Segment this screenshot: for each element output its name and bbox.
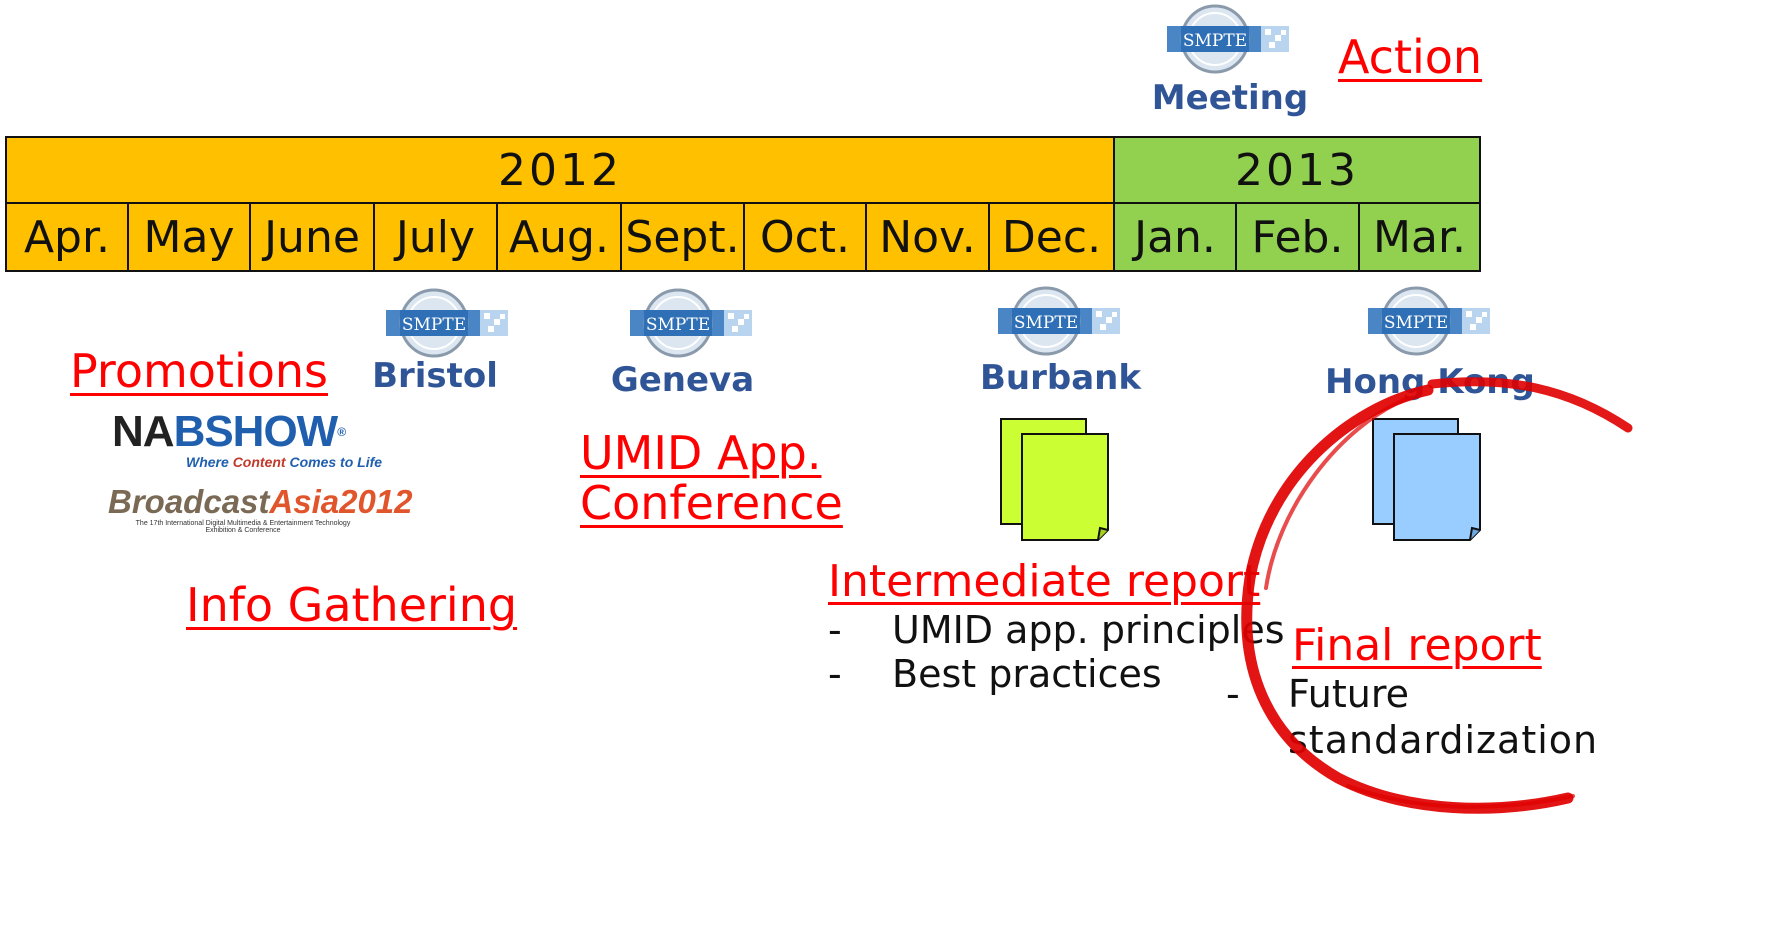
month-label: Feb.: [1251, 211, 1344, 263]
intermediate-report-label: Intermediate report: [828, 556, 1261, 607]
nab-tagline-b: Content: [232, 454, 286, 470]
geneva-label: Geneva: [610, 360, 755, 400]
month-cell-apr: Apr.: [5, 202, 129, 272]
red-highlight-circle: [1228, 368, 1784, 832]
month-label: July: [395, 211, 476, 263]
month-cell-oct: Oct.: [743, 202, 867, 272]
broadcastasia-subline-2: Exhibition & Conference: [205, 527, 281, 534]
month-cell-dec: Dec.: [988, 202, 1115, 272]
umid-conference-line2: Conference: [580, 476, 843, 530]
smpte-logo-burbank: SMPTE: [996, 284, 1122, 362]
smpte-logo: SMPTE: [1165, 2, 1291, 80]
broadcastasia-logo: BroadcastAsia2012 The 17th International…: [108, 483, 413, 544]
final-item-line2: standardization: [1288, 718, 1599, 762]
month-cell-aug: Aug.: [496, 202, 622, 272]
final-item-line1: Future: [1288, 672, 1410, 716]
month-cell-mar: Mar.: [1358, 202, 1481, 272]
year-2013-label: 2013: [1235, 144, 1359, 196]
month-cell-june: June: [249, 202, 375, 272]
year-2013-cell: 2013: [1113, 136, 1481, 204]
smpte-logo-text: SMPTE: [1014, 313, 1078, 333]
burbank-label: Burbank: [980, 358, 1141, 398]
umid-conference-line1: UMID App.: [580, 426, 822, 480]
smpte-logo-text: SMPTE: [1384, 313, 1448, 333]
intermediate-docs-icon: [998, 416, 1114, 550]
month-label: Mar.: [1373, 211, 1466, 263]
intermediate-item-2: Best practices: [892, 652, 1162, 696]
month-cell-sept: Sept.: [620, 202, 745, 272]
year-2012-label: 2012: [498, 144, 622, 196]
intermediate-bullet-1-dash: -: [828, 608, 842, 652]
broadcastasia-part-a: Broadcast: [108, 483, 270, 520]
nab-logo-reg: ®: [337, 425, 346, 439]
smpte-logo-text: SMPTE: [646, 315, 710, 335]
month-label: Jan.: [1134, 211, 1216, 263]
promotions-label: Promotions: [70, 344, 329, 398]
smpte-logo-bristol: SMPTE: [384, 286, 510, 364]
smpte-logo-hongkong: SMPTE: [1366, 284, 1492, 362]
year-2012-cell: 2012: [5, 136, 1115, 204]
intermediate-bullet-2-dash: -: [828, 652, 842, 696]
month-label: June: [264, 211, 360, 263]
broadcastasia-part-b: Asia2012: [269, 483, 413, 520]
month-label: Sept.: [625, 211, 740, 263]
info-gathering-label: Info Gathering: [186, 578, 518, 632]
smpte-logo-geneva: SMPTE: [628, 286, 754, 364]
final-bullet-dash: -: [1226, 672, 1240, 716]
month-label: Dec.: [1001, 211, 1102, 263]
month-label: May: [143, 211, 235, 263]
smpte-logo-text: SMPTE: [402, 315, 466, 335]
month-cell-nov: Nov.: [865, 202, 990, 272]
broadcastasia-subline-1: The 17th International Digital Multimedi…: [135, 520, 351, 527]
month-label: Apr.: [23, 211, 111, 263]
hongkong-label: Hong Kong: [1325, 362, 1535, 402]
meeting-label: Meeting: [1151, 78, 1309, 118]
bristol-label: Bristol: [372, 356, 498, 396]
final-report-label: Final report: [1292, 620, 1542, 671]
nab-logo-part-b: BSHOW: [173, 407, 339, 456]
month-cell-may: May: [127, 202, 251, 272]
nab-tagline-c: Comes to Life: [285, 454, 383, 470]
nabshow-logo: NABSHOW® Where Content Comes to Life: [112, 407, 382, 471]
month-label: Aug.: [509, 211, 609, 263]
month-label: Nov.: [879, 211, 976, 263]
action-label: Action: [1338, 30, 1483, 84]
intermediate-item-1: UMID app. principles: [892, 608, 1285, 652]
final-docs-icon: [1370, 416, 1486, 550]
nab-tagline-a: Where: [186, 454, 233, 470]
month-cell-jan: Jan.: [1113, 202, 1237, 272]
nab-logo-part-a: NA: [112, 407, 175, 456]
month-label: Oct.: [759, 211, 851, 263]
month-cell-july: July: [373, 202, 498, 272]
smpte-logo-text: SMPTE: [1183, 31, 1247, 51]
month-cell-feb: Feb.: [1235, 202, 1360, 272]
